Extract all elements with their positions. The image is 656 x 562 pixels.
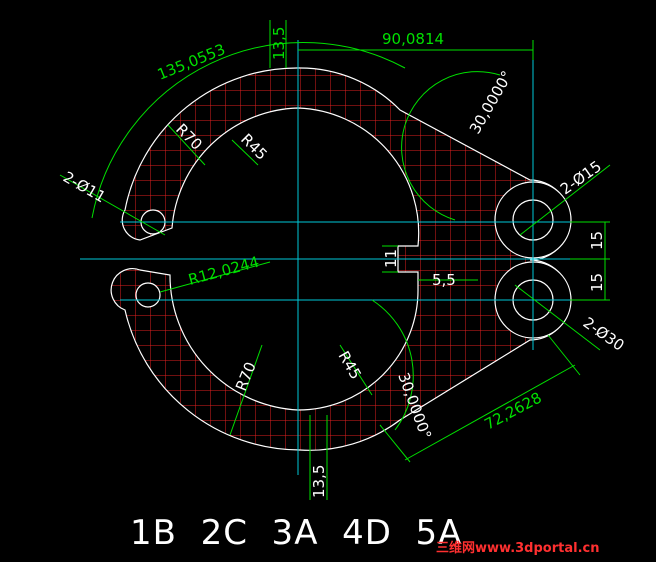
dimension-lines <box>59 20 611 500</box>
dim-tip-radius: R12,0244 <box>186 253 261 289</box>
dim-outer-radius-lower: R70 <box>232 359 260 393</box>
dim-bottom-radial-gap: 13,5 <box>310 465 328 498</box>
dim-pitch-lower: 15 <box>588 273 606 292</box>
dim-slot-height: 11 <box>382 249 400 268</box>
dim-horizontal-span: 90,0814 <box>382 30 444 48</box>
dim-inner-radius-upper: R45 <box>237 130 271 164</box>
dim-pitch-upper: 15 <box>588 231 606 250</box>
hole-small-lower <box>135 282 161 308</box>
answer-key: 1B 2C 3A 4D 5A <box>130 513 462 553</box>
dim-hole-mid: 2-Ø15 <box>557 157 605 198</box>
dim-hole-large: 2-Ø30 <box>580 314 628 355</box>
dim-angle-upper: 30,0000° <box>466 68 516 137</box>
dim-slot-width: 5,5 <box>432 271 456 289</box>
dim-arc-length: 135,0553 <box>155 40 228 84</box>
part-outline <box>110 67 571 451</box>
dim-tangent-length: 72,2628 <box>481 389 544 434</box>
dim-top-radial-gap: 13,5 <box>270 27 288 60</box>
watermark: 三维网www.3dportal.cn <box>436 540 599 556</box>
dim-hole-small: 2-Ø11 <box>60 168 109 207</box>
